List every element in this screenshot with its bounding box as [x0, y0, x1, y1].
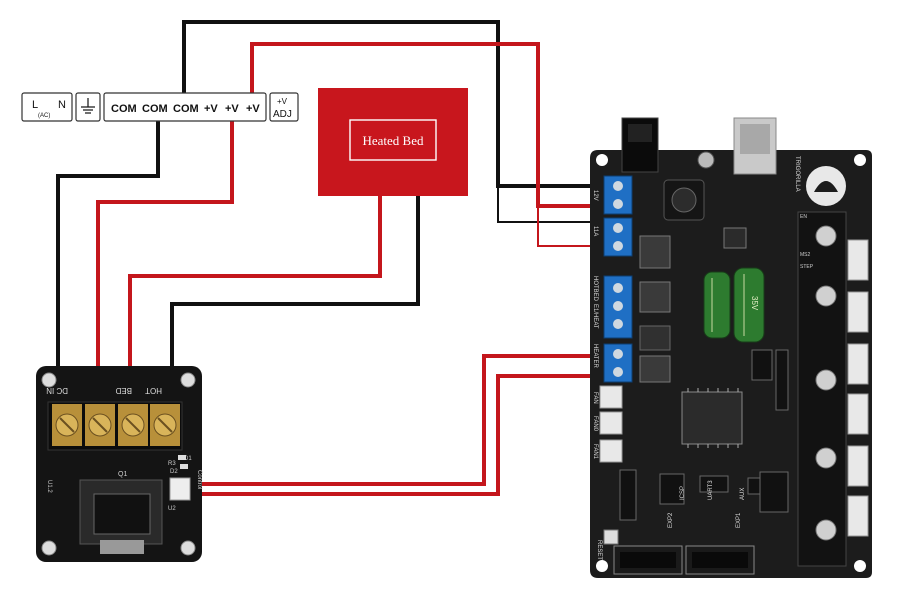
capacitors: 35V [703, 267, 765, 343]
silk-u2: U2 [168, 506, 176, 512]
wire-bed-to-mosfet-hot [170, 196, 420, 408]
port-label-heater: HEATER [592, 344, 598, 369]
psu-terminal-v-2: +V [225, 103, 239, 115]
brand-name: TRIGORILLA [794, 156, 800, 192]
wire-psu-v-to-mosfet [96, 120, 234, 408]
heated-bed-plate [318, 88, 468, 196]
wire-board-gnd-branch [497, 186, 596, 223]
driver-pin-label: MS2 [800, 252, 811, 258]
regulator [639, 235, 671, 269]
psu-terminal-com-3: COM [173, 103, 199, 115]
mcu-chip [681, 391, 743, 445]
adj-box [269, 92, 299, 122]
port-label-11a: 11A [592, 226, 598, 236]
ac-l-label: L [32, 99, 38, 111]
psu-terminal-com-2: COM [142, 103, 168, 115]
control-connector [169, 477, 191, 501]
board-mount-hole [596, 560, 608, 572]
smd-led [180, 464, 188, 469]
capacitor-rating: 35V [750, 296, 759, 311]
ac-n-label: N [58, 99, 66, 111]
wires [56, 20, 596, 496]
screw-terminals [52, 404, 180, 446]
wire-psu-com-to-board [182, 20, 596, 188]
psu-terminal-v-3: +V [246, 103, 260, 115]
mosfet-tab [100, 540, 144, 554]
mount-hole [41, 540, 57, 556]
controller-board: 12V 11A HOTBED E1/HEAT HEATER FAN FAN0 F… [590, 117, 872, 578]
wire-psu-com-to-mosfet [56, 120, 160, 408]
mount-hole [180, 540, 196, 556]
mosfet-module: DC IN BED HOT Q1 D1 D2 R3 U1.2 U2 Cont [36, 366, 202, 562]
port-label-fan1: FAN1 [592, 444, 598, 460]
board-mount-hole [596, 154, 608, 166]
stepper-drivers [797, 211, 847, 567]
mosfet-label-hot: HOT [145, 386, 162, 395]
psu-terminal-com-1: COM [111, 103, 137, 115]
ac-sub-label: (AC) [38, 113, 50, 119]
silk-d2: D2 [170, 469, 178, 475]
mosfet-chip [93, 493, 151, 535]
blue-terminals [603, 175, 633, 383]
driver-pin-label: STEP [800, 264, 814, 270]
mosfet-label-bed: BED [115, 386, 132, 395]
port-label-fan0: FAN0 [592, 416, 598, 432]
small-capacitor [697, 151, 715, 169]
board-mount-hole [854, 560, 866, 572]
smd-resistor [178, 455, 186, 460]
adj-bottom-label: ADJ [273, 109, 292, 120]
port-label-fan: FAN [592, 392, 598, 404]
connector-aux: AUX [740, 488, 746, 500]
wire-psu-v-to-board [250, 42, 596, 208]
port-label-hotbed: HOTBED [592, 276, 598, 302]
silk-d1: D1 [184, 456, 192, 462]
mosfet-hotbed [639, 281, 671, 313]
board-mount-hole [854, 154, 866, 166]
connector-reset: RESET [596, 540, 602, 560]
fan-headers [599, 385, 623, 463]
wire-control-signal-a [196, 354, 596, 486]
wire-bed-to-mosfet-bed [128, 196, 382, 408]
connector-uart3: UART3 [708, 480, 714, 500]
pin-headers [619, 349, 789, 521]
wire-board-v-branch [537, 206, 596, 247]
ground-icon [81, 98, 95, 114]
silk-control: Control [196, 470, 202, 489]
port-label-e1-heat: E1/HEAT [592, 304, 598, 329]
silk-q1: Q1 [118, 471, 127, 478]
brand-logo: TRIGORILLA [794, 156, 846, 206]
heated-bed-label: Heated Bed [362, 133, 424, 148]
adj-top-label: +V [277, 97, 288, 106]
wire-control-signal-b [196, 374, 596, 496]
driver-pin-label: EN [800, 214, 807, 220]
psu-terminal-v-1: +V [204, 103, 218, 115]
mount-hole [180, 372, 196, 388]
connector-exp1: EXP1 [736, 512, 742, 528]
silk-r3: R3 [168, 461, 176, 467]
power-supply-terminals: L N (AC) COM COM COM +V +V +V +V ADJ [21, 92, 299, 122]
connector-icsp: ICSP [680, 486, 686, 500]
mosfet-heater [639, 355, 671, 383]
mosfet-label-dc-in: DC IN [46, 386, 68, 395]
small-ic [723, 227, 747, 249]
silk-u12: U1.2 [46, 480, 52, 493]
heated-bed-label-frame [349, 119, 437, 161]
mount-hole [41, 372, 57, 388]
dc-output-box [103, 92, 267, 122]
connector-exp2: EXP2 [668, 512, 674, 528]
ac-input-box [21, 92, 73, 122]
port-label-12v: 12V [592, 190, 598, 201]
motor-connectors [847, 239, 869, 537]
reset-button [603, 529, 619, 545]
heated-bed: Heated Bed [318, 88, 468, 196]
